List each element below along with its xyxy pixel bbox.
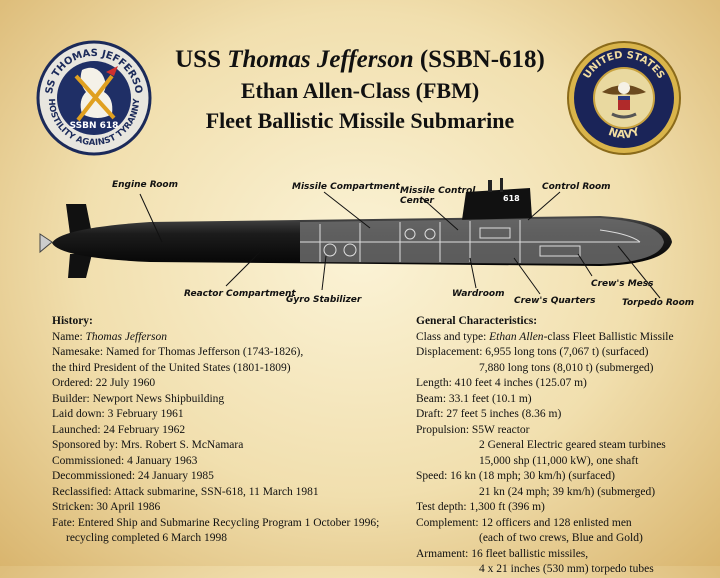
general-complement-2: (each of two crews, Blue and Gold)	[479, 532, 643, 544]
lower-rudder	[68, 254, 92, 278]
history-line: Sponsored by: Mrs. Robert S. McNamara	[52, 439, 244, 451]
general-armament-2: 4 x 21 inches (530 mm) torpedo tubes	[479, 563, 654, 575]
history-name: Name: Thomas Jefferson	[52, 330, 167, 343]
callout-wardroom: Wardroom	[452, 289, 505, 299]
callout-leaders	[139, 191, 661, 299]
interior-details	[300, 220, 641, 263]
patch-hull-text: SSBN 618	[70, 121, 119, 131]
history-line: Builder: Newport News Shipbuilding	[52, 392, 225, 405]
general-complement: Complement: 12 officers and 128 enlisted…	[416, 516, 632, 529]
history-line: Reclassified: Attack submarine, SSN-618,…	[52, 485, 319, 498]
submarine-cutaway-diagram: 618	[39, 178, 672, 299]
general-test-depth: Test depth: 1,300 ft (396 m)	[416, 501, 545, 513]
history-line: recycling completed 6 March 1998	[66, 532, 227, 544]
callout-reactor-compartment: Reactor Compartment	[184, 289, 296, 299]
page-subtitle-2: Fleet Ballistic Missile Submarine	[205, 108, 515, 133]
history-heading: History:	[52, 315, 93, 327]
cutaway-interior	[300, 218, 664, 264]
callout-missile-control-line2: Center	[400, 196, 434, 206]
general-length: Length: 410 feet 4 inches (125.07 m)	[416, 377, 587, 389]
ship-patch-emblem: USS THOMAS JEFFERSON SSBN 618 HOSTILITY …	[36, 40, 152, 156]
general-characteristics-section: General Characteristics: Class and type:…	[416, 314, 716, 578]
history-line: Decommissioned: 24 January 1985	[52, 470, 214, 482]
sail-number: 618	[503, 194, 520, 203]
general-draft: Draft: 27 feet 5 inches (8.36 m)	[416, 408, 562, 420]
callout-crews-quarters: Crew's Quarters	[514, 296, 596, 306]
upper-rudder	[66, 204, 92, 234]
general-displacement: Displacement: 6,955 long tons (7,067 t) …	[416, 346, 649, 358]
history-line: Ordered: 22 July 1960	[52, 377, 156, 389]
history-line: Commissioned: 4 January 1963	[52, 454, 198, 467]
page-subtitle: Ethan Allen-Class (FBM)	[240, 78, 480, 103]
general-propulsion-3: 15,000 shp (11,000 kW), one shaft	[479, 454, 639, 467]
history-line: Stricken: 30 April 1986	[52, 501, 161, 513]
general-class: Class and type: Ethan Allen-class Fleet …	[416, 330, 674, 343]
history-line: Fate: Entered Ship and Submarine Recycli…	[52, 516, 380, 529]
history-section: History: Name: Thomas Jefferson Namesake…	[52, 314, 382, 547]
callout-engine-room: Engine Room	[112, 180, 178, 190]
navy-seal-bottom-text: NAVY	[607, 125, 642, 142]
general-speed-2: 21 kn (24 mph; 39 km/h) (submerged)	[479, 485, 656, 498]
general-beam: Beam: 33.1 feet (10.1 m)	[416, 392, 532, 405]
history-line: Launched: 24 February 1962	[52, 423, 186, 436]
general-propulsion: Propulsion: S5W reactor	[416, 423, 530, 436]
callout-missile-compartment: Missile Compartment	[292, 182, 400, 192]
propeller	[39, 233, 53, 254]
history-line: Laid down: 3 February 1961	[52, 408, 184, 420]
general-speed: Speed: 16 kn (18 mph; 30 km/h) (surfaced…	[416, 470, 615, 482]
general-propulsion-2: 2 General Electric geared steam turbines	[479, 439, 666, 451]
page-title: USS Thomas Jefferson (SSBN-618)	[175, 46, 545, 73]
history-line: the third President of the United States…	[52, 361, 291, 374]
callout-missile-control-line1: Missile Control	[400, 186, 476, 196]
callout-crews-mess: Crew's Mess	[591, 279, 654, 289]
callout-torpedo-room: Torpedo Room	[622, 298, 695, 308]
general-heading: General Characteristics:	[416, 315, 538, 327]
general-armament: Armament: 16 fleet ballistic missiles,	[416, 547, 589, 560]
svg-text:NAVY: NAVY	[607, 125, 642, 142]
callout-missile-control-center: Missile Control Center	[400, 186, 475, 206]
general-displacement-2: 7,880 long tons (8,010 t) (submerged)	[479, 361, 654, 374]
callout-control-room: Control Room	[542, 182, 611, 192]
history-line: Namesake: Named for Thomas Jefferson (17…	[52, 346, 304, 358]
sail	[462, 188, 532, 220]
us-navy-seal: UNITED STATES NAVY	[567, 41, 681, 155]
callout-gyro-stabilizer: Gyro Stabilizer	[286, 295, 362, 305]
